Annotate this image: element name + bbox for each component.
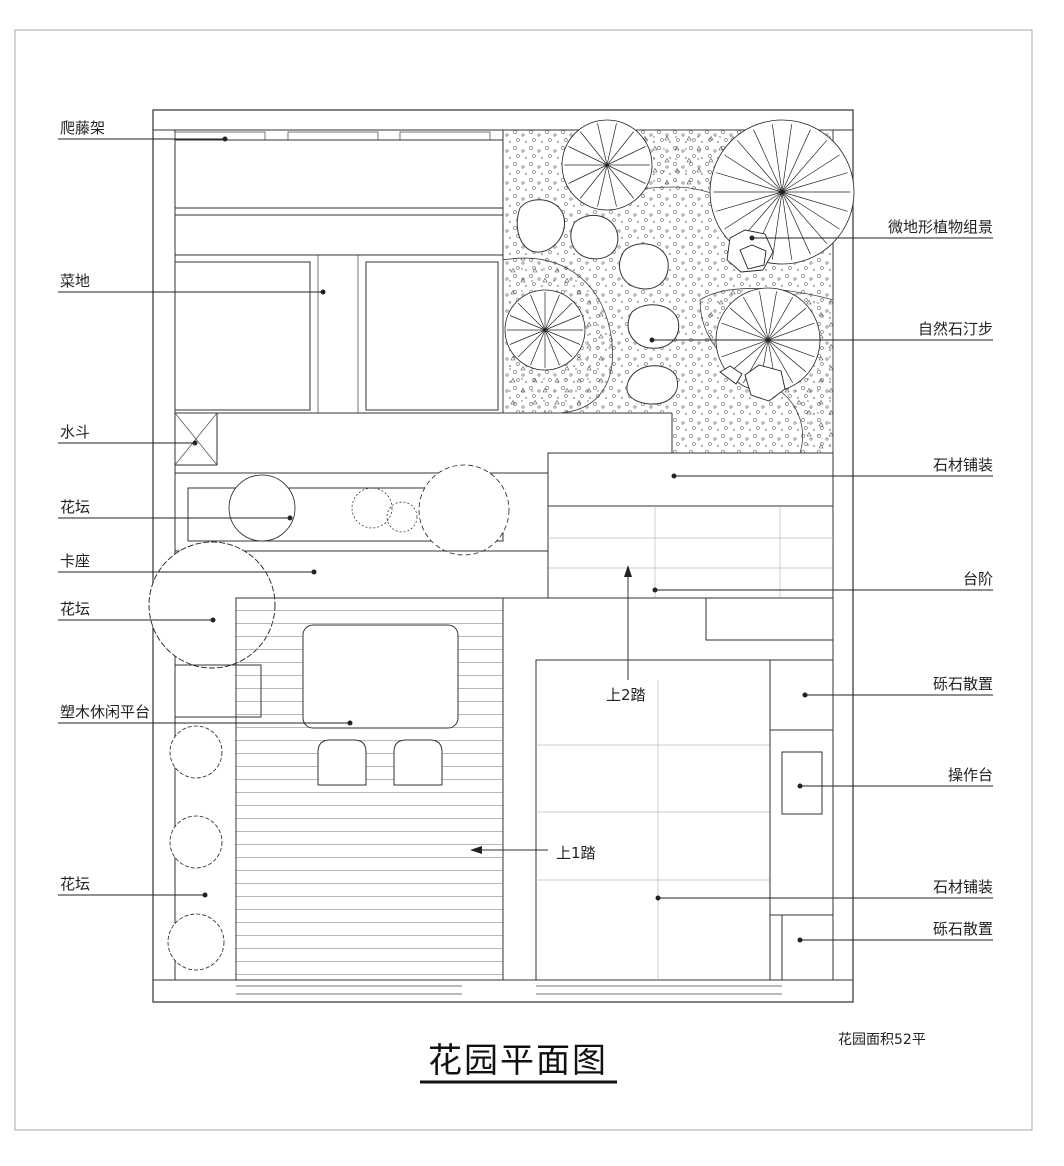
label-gravel-2: 砾石散置 xyxy=(933,920,993,938)
leaders-left xyxy=(58,136,353,898)
wpc-deck xyxy=(174,597,504,981)
drawing-title: 花园平面图 xyxy=(428,1041,608,1081)
label-flower-bed-1: 花坛 xyxy=(60,498,90,516)
water-sink xyxy=(174,412,218,466)
label-vegetable-plot: 菜地 xyxy=(60,272,90,290)
label-water-sink: 水斗 xyxy=(60,423,90,441)
stone-paving-lower xyxy=(535,659,833,981)
stepping-stones xyxy=(516,199,680,405)
top-planting-bed xyxy=(174,139,504,209)
flower-bed-middle xyxy=(175,464,548,556)
label-stepping-stones: 自然石汀步 xyxy=(918,320,993,338)
label-flower-bed-3: 花坛 xyxy=(60,875,90,893)
path-band xyxy=(175,412,673,474)
label-micro-terrain: 微地形植物组景 xyxy=(888,218,993,236)
steps-area xyxy=(547,505,834,599)
label-booth-seat: 卡座 xyxy=(60,552,90,570)
label-counter: 操作台 xyxy=(948,766,993,784)
area-note: 花园面积52平 xyxy=(838,1032,926,1048)
label-gravel-1: 砾石散置 xyxy=(933,675,993,693)
annotation-up-one-step: 上1踏 xyxy=(556,844,596,862)
annotation-up-two-steps: 上2踏 xyxy=(606,686,646,704)
label-stone-paving-2: 石材铺装 xyxy=(933,878,993,896)
step-arrow-up-1 xyxy=(470,846,548,854)
rock-clusters xyxy=(719,229,786,402)
vegetable-plots xyxy=(174,130,504,414)
label-pergola: 爬藤架 xyxy=(60,119,105,137)
step-arrow-up-2 xyxy=(624,565,632,680)
gravel-patch-upper xyxy=(705,597,834,641)
bottom-threshold xyxy=(236,985,782,995)
flower-bed-left-lower xyxy=(167,725,225,971)
label-flower-bed-2: 花坛 xyxy=(60,600,90,618)
label-stone-paving-1: 石材铺装 xyxy=(933,456,993,474)
leaders-right xyxy=(649,235,993,943)
counter xyxy=(769,729,834,916)
drawing-frame xyxy=(14,29,1033,1131)
label-wpc-deck: 塑木休闲平台 xyxy=(60,703,150,721)
gravel-patch-low xyxy=(781,914,834,981)
label-steps: 台阶 xyxy=(963,570,993,588)
stone-paving-upper xyxy=(547,452,834,507)
